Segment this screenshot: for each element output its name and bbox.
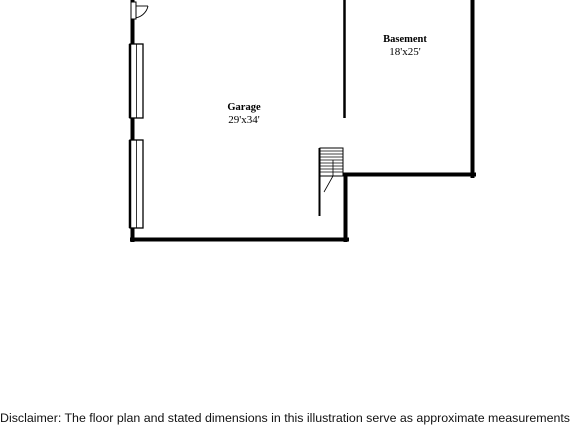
staircase-icon bbox=[318, 147, 344, 216]
basement-walls bbox=[343, 0, 476, 178]
disclaimer-text: Disclaimer: The floor plan and stated di… bbox=[0, 411, 571, 425]
garage-door-panels bbox=[128, 43, 144, 229]
stair-outline bbox=[319, 147, 344, 177]
stair-direction-arrow bbox=[323, 160, 334, 193]
basement-label: Basement 18'x25' bbox=[365, 34, 445, 58]
garage-dimensions: 29'x34' bbox=[228, 114, 260, 126]
basement-dimensions: 18'x25' bbox=[389, 46, 421, 58]
garage-name: Garage bbox=[227, 102, 261, 113]
basement-name: Basement bbox=[383, 34, 427, 45]
door-swing-icon bbox=[130, 1, 149, 20]
garage-label: Garage 29'x34' bbox=[204, 102, 284, 126]
